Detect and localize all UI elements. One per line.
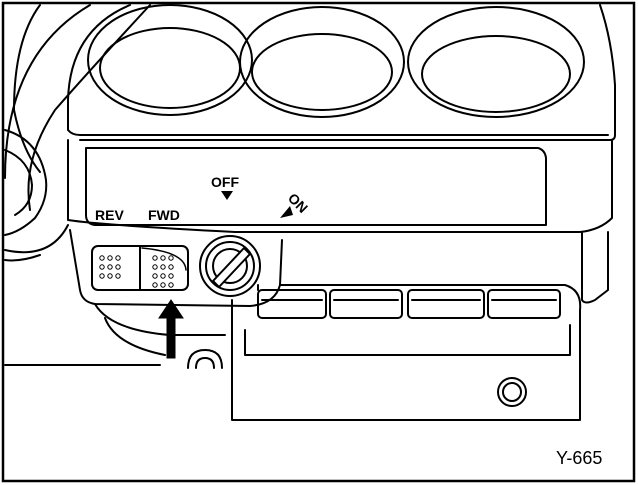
steering-wheel-outer	[4, 4, 91, 179]
rocker-texture	[99, 255, 174, 288]
right-housing-inner	[244, 324, 571, 356]
rev-label: REV	[95, 207, 124, 223]
indicator-lamp-2	[329, 289, 403, 319]
off-marker-icon	[221, 191, 233, 200]
gauge-bezel-right	[407, 6, 585, 118]
cluster-bottom	[67, 99, 609, 136]
rocker-fwd-shade	[141, 247, 187, 271]
mounting-loop	[187, 349, 223, 369]
column-shroud	[4, 129, 48, 236]
key-switch-bezel	[199, 235, 261, 297]
indicator-lamp-1	[257, 289, 327, 319]
right-housing	[231, 284, 582, 421]
mounting-loop-inner	[195, 357, 215, 369]
round-knob-outer	[497, 377, 527, 407]
column-shroud-inner	[4, 149, 33, 216]
steering-wheel-inner	[13, 4, 41, 173]
indicator-lamp-4	[487, 289, 561, 319]
gauge-face-right	[421, 35, 571, 113]
on-marker-icon	[280, 206, 293, 218]
indicator-lamp-3	[407, 289, 485, 319]
gauge-face-center	[251, 33, 393, 111]
key-switch-face	[212, 248, 248, 284]
key-switch-slot	[212, 247, 251, 288]
column-bottom	[4, 224, 69, 262]
off-label: OFF	[211, 174, 239, 190]
round-knob-inner	[502, 382, 522, 402]
gauge-bezel-center	[239, 6, 405, 118]
dash-body	[67, 139, 613, 233]
gauge-bezel-left	[87, 4, 253, 116]
label-panel	[85, 147, 547, 226]
lower-trim	[4, 317, 166, 366]
drawing	[4, 4, 616, 421]
key-switch-outer	[205, 241, 255, 291]
fwd-label: FWD	[148, 207, 180, 223]
figure-code: Y-665	[556, 448, 602, 468]
arrow-up-icon	[158, 299, 184, 359]
right-housing-edge	[581, 231, 609, 304]
